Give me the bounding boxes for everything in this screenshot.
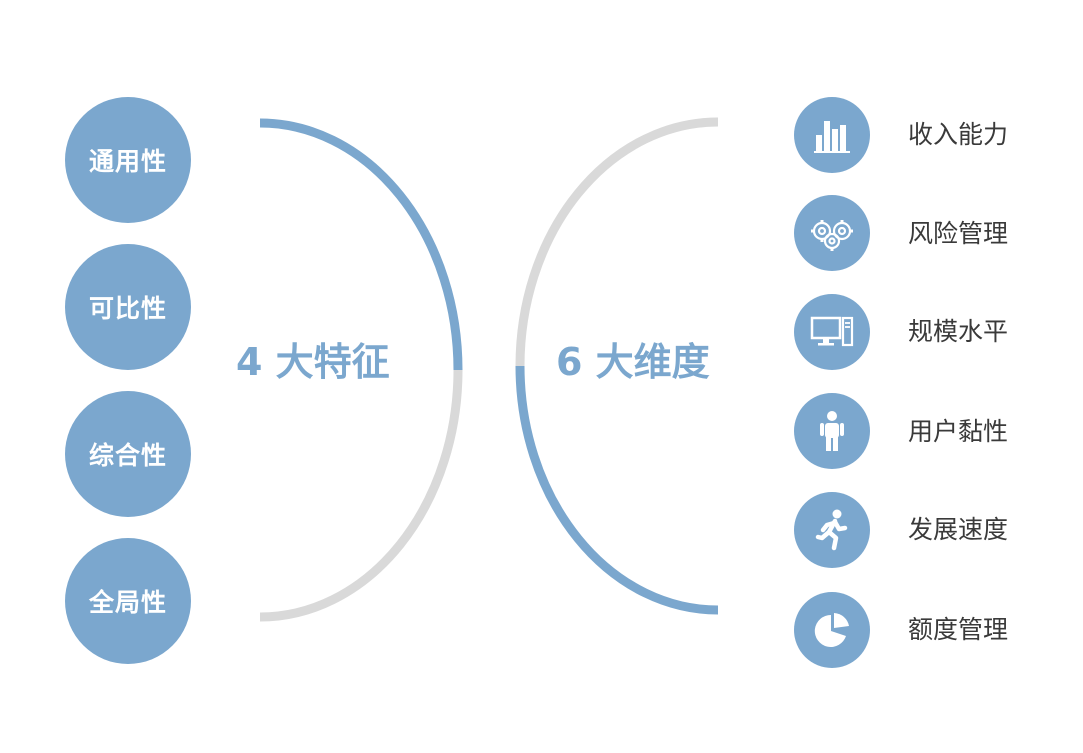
person-icon	[820, 411, 844, 451]
dimension-label-risk: 风险管理	[908, 219, 1009, 248]
dimension-label-stickiness: 用户黏性	[908, 417, 1009, 446]
computer-icon	[810, 316, 854, 347]
dimension-icon-stickiness	[794, 393, 870, 469]
dimension-label-scale: 规模水平	[908, 317, 1009, 346]
feature-circle-globality: 全局性	[65, 538, 191, 664]
feature-label: 可比性	[88, 294, 167, 323]
gears-icon	[811, 220, 853, 251]
feature-label: 综合性	[88, 441, 167, 470]
dimension-icon-scale	[794, 294, 870, 370]
feature-label: 全局性	[88, 588, 167, 617]
bar-chart-icon	[814, 121, 850, 153]
feature-circle-generality: 通用性	[65, 97, 191, 223]
feature-label: 通用性	[88, 147, 167, 176]
pie-chart-icon	[814, 613, 849, 647]
running-person-icon	[815, 509, 848, 551]
features-title: 4 大特征	[236, 340, 390, 384]
feature-circle-comprehensiveness: 综合性	[65, 391, 191, 517]
right-arc-upper	[515, 117, 719, 367]
dimension-icon-income	[794, 97, 870, 173]
dimension-label-growth: 发展速度	[908, 515, 1009, 544]
right-arc-lower	[515, 365, 719, 615]
dimension-icon-growth	[794, 492, 870, 568]
feature-circle-comparability: 可比性	[65, 244, 191, 370]
dimension-label-quota: 额度管理	[908, 615, 1009, 644]
dimension-label-income: 收入能力	[908, 120, 1009, 149]
left-arc-upper	[259, 118, 463, 371]
left-arc-lower	[259, 369, 463, 622]
dimensions-title: 6 大维度	[556, 340, 710, 384]
dimension-icon-risk	[794, 195, 870, 271]
dimension-icon-quota	[794, 592, 870, 668]
